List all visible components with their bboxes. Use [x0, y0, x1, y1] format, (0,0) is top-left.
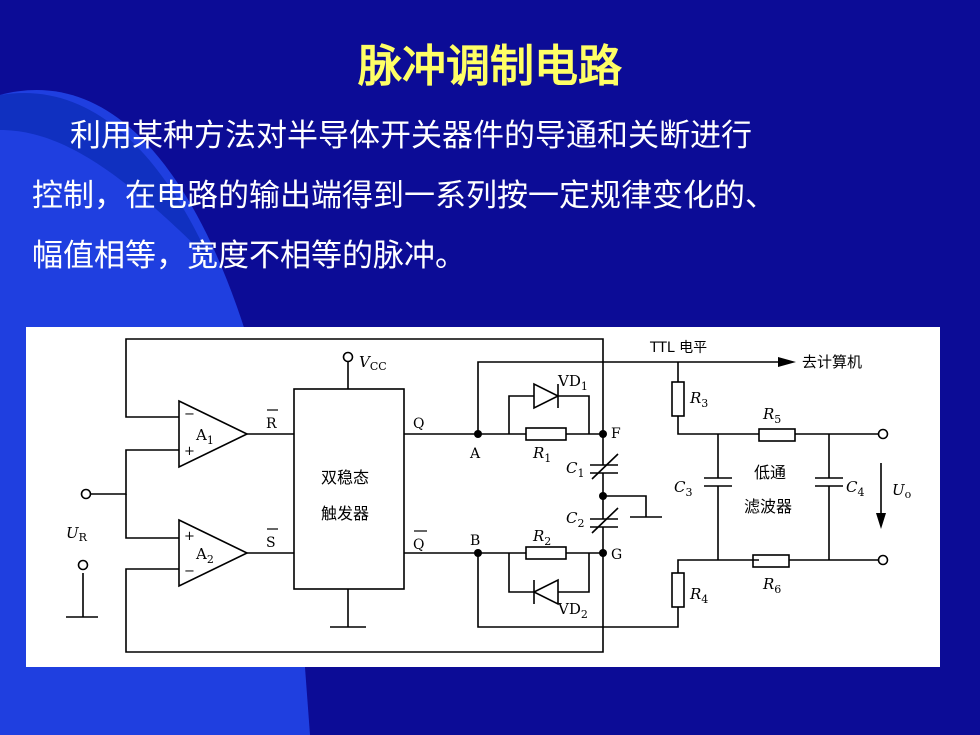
resistor-r1	[525, 427, 567, 441]
r1-label: R1	[532, 444, 551, 465]
vcc-label: VCC	[359, 353, 387, 373]
resistor-r5	[758, 428, 796, 442]
q-output-label: Q	[413, 416, 424, 432]
r3-label: R3	[689, 389, 708, 410]
to-computer-label: 去计算机	[802, 353, 862, 371]
lowpass-label-1: 低通	[754, 463, 786, 482]
r2-label: R2	[532, 527, 551, 548]
uo-label: Uo	[892, 481, 912, 501]
c3-label: C3	[674, 478, 692, 499]
opamp-a1-label: A1	[195, 426, 214, 447]
r-input-label: R	[266, 416, 277, 432]
lowpass-label-2: 滤波器	[744, 497, 792, 516]
qbar-output-label: Q	[413, 537, 424, 553]
flipflop-box	[293, 388, 405, 590]
opamp-a2-shape	[178, 518, 249, 588]
a1-plus-label: +	[184, 444, 195, 459]
page-title: 脉冲调制电路	[358, 41, 622, 92]
node-b-label: B	[470, 533, 480, 549]
resistor-r6	[752, 554, 790, 568]
c1-label: C1	[566, 459, 584, 480]
vd1-label: VD1	[557, 372, 588, 393]
paragraph-line-1: 利用某种方法对半导体开关器件的导通和关断进行	[70, 118, 752, 154]
diode-vd2	[532, 578, 559, 606]
node-g-label: G	[611, 547, 622, 563]
flipflop-label-1: 双稳态	[321, 468, 369, 487]
r4-label: R4	[689, 585, 708, 606]
a1-minus-label: −	[184, 407, 195, 422]
a2-minus-label: −	[184, 564, 195, 579]
resistor-r4	[671, 572, 685, 608]
s-input-label: S	[266, 535, 276, 551]
ur-label: UR	[66, 524, 88, 544]
circuit-svg: − + A1 + − A2 R S Q Q VCC 双稳态 触发器 UR A B…	[66, 338, 912, 653]
c2-label: C2	[566, 509, 584, 530]
opamp-a1-shape	[178, 399, 249, 469]
node-f-label: F	[611, 426, 621, 442]
ttl-label: TTL 电平	[649, 340, 707, 356]
resistor-r3	[671, 381, 685, 417]
vd2-label: VD2	[557, 600, 588, 621]
paragraph-line-3: 幅值相等，宽度不相等的脉冲。	[32, 238, 466, 274]
resistor-r2	[525, 546, 567, 560]
a2-plus-label: +	[184, 529, 195, 544]
c4-label: C4	[846, 478, 864, 499]
node-a-label: A	[469, 446, 481, 462]
diode-vd1	[533, 382, 560, 410]
opamp-a2-label: A2	[195, 545, 214, 566]
circuit-diagram: − + A1 + − A2 R S Q Q VCC 双稳态 触发器 UR A B…	[26, 327, 940, 667]
flipflop-label-2: 触发器	[321, 504, 369, 523]
r5-label: R5	[762, 405, 781, 426]
r6-label: R6	[762, 575, 781, 596]
paragraph-line-2: 控制，在电路的输出端得到一系列按一定规律变化的、	[32, 178, 776, 214]
description-paragraph: 利用某种方法对半导体开关器件的导通和关断进行 控制，在电路的输出端得到一系列按一…	[32, 106, 962, 286]
